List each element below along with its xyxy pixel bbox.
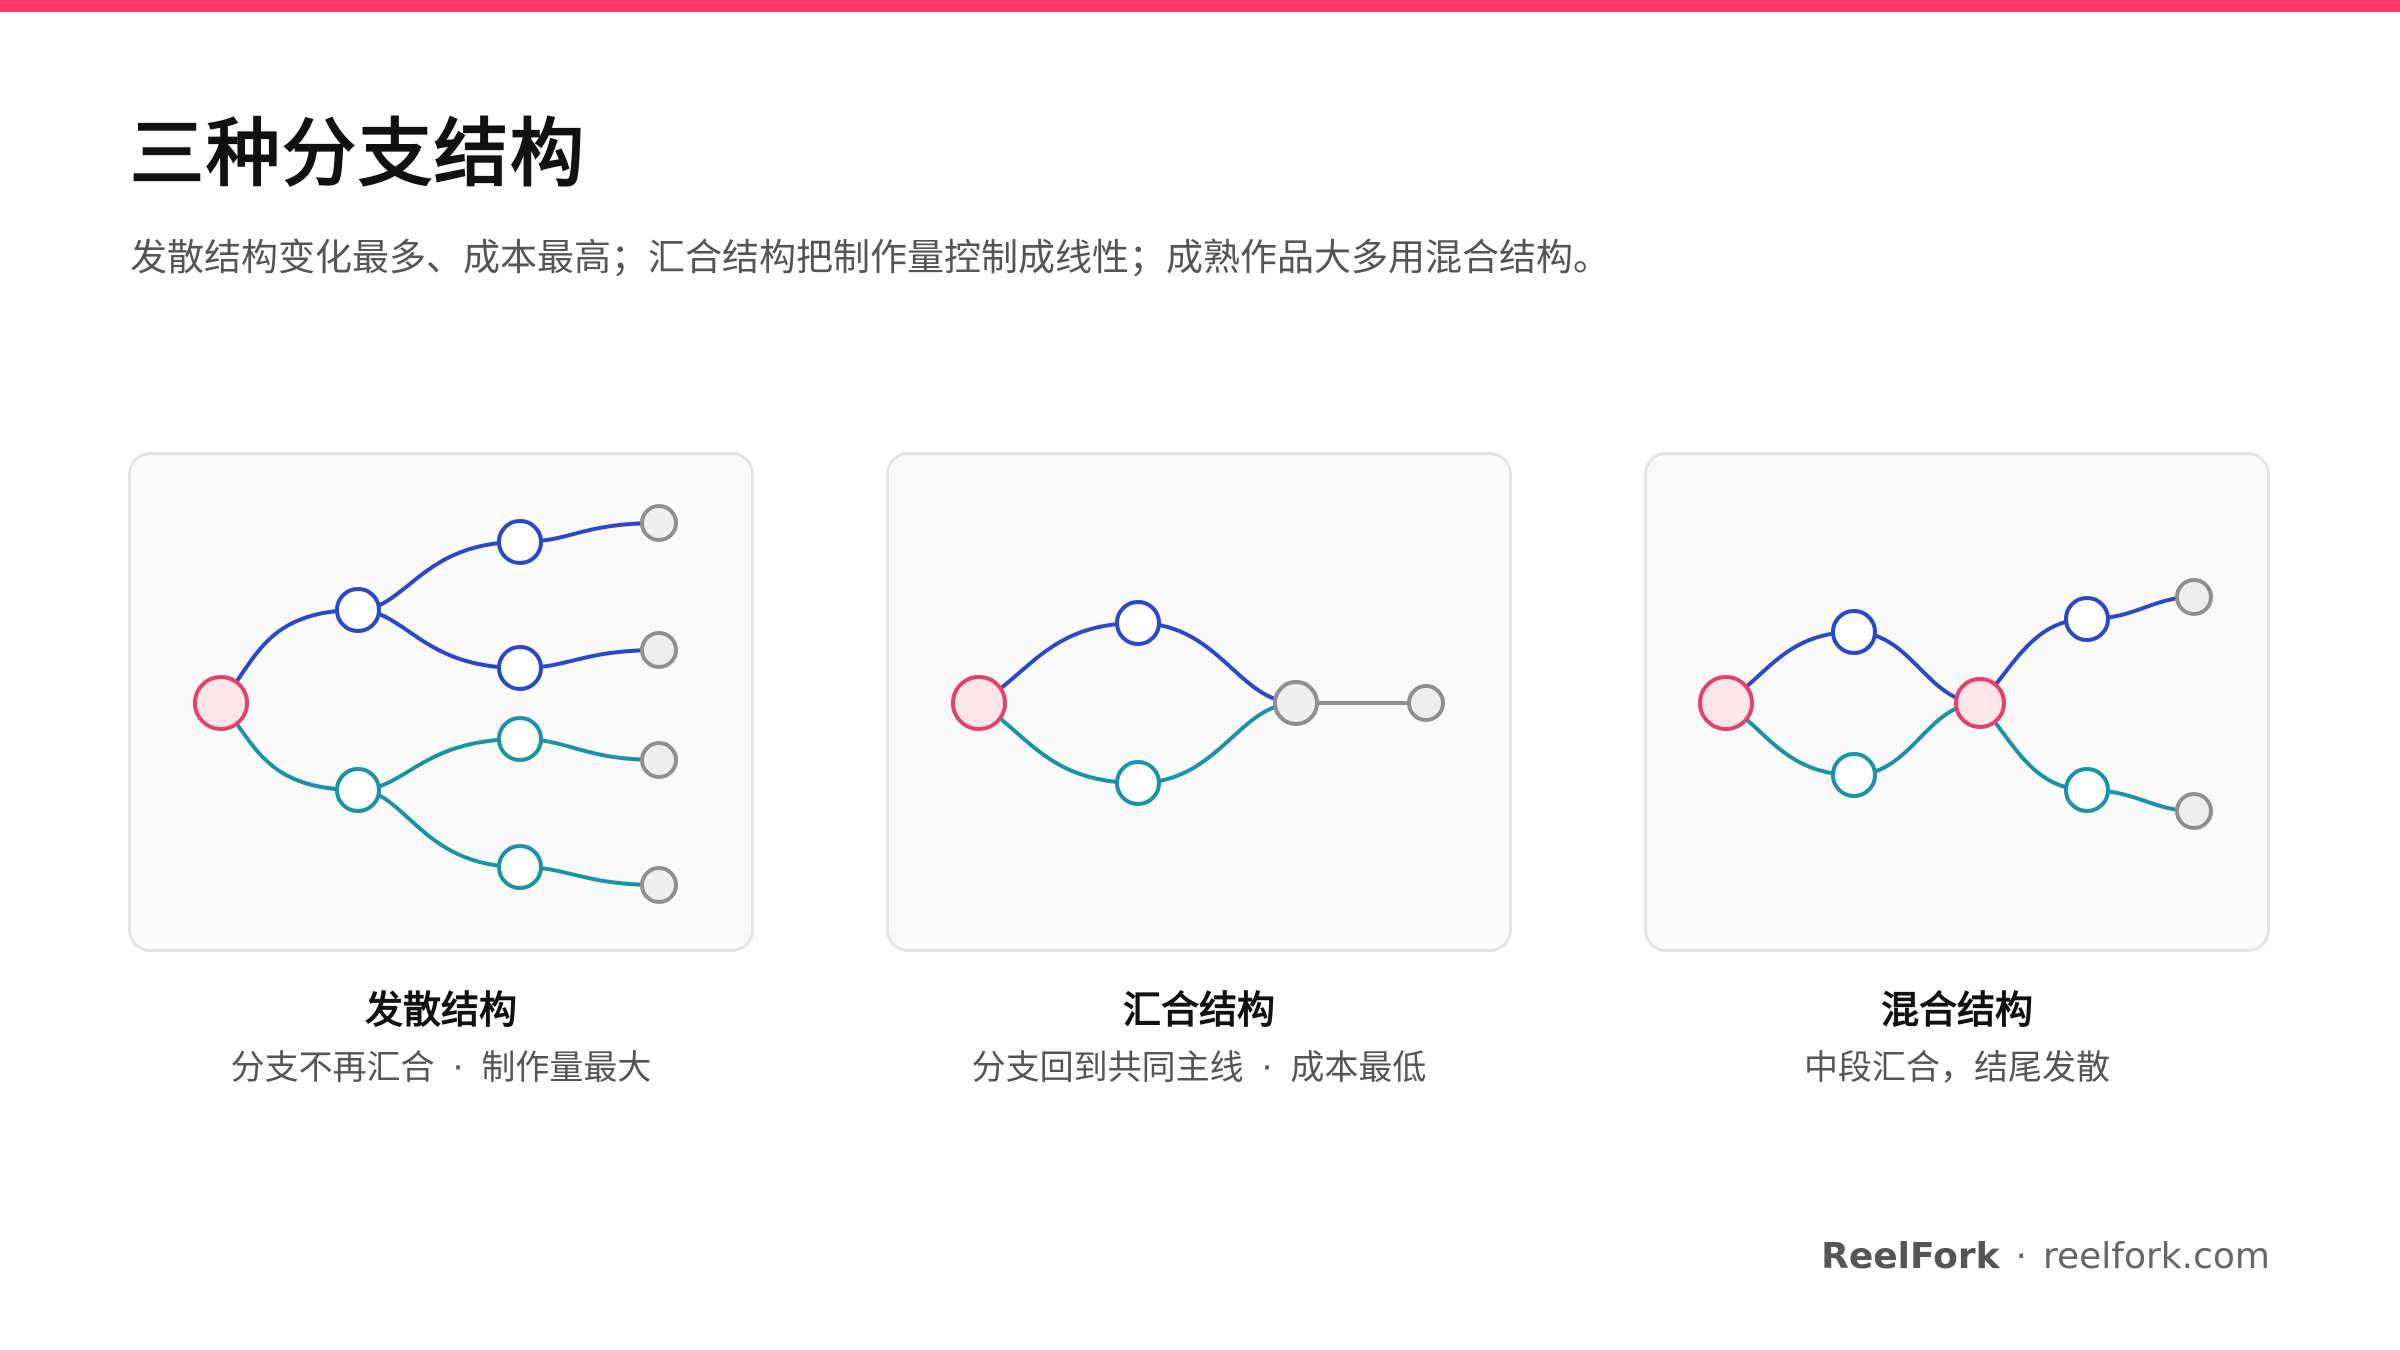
hybrid-diagram (1698, 578, 2213, 830)
merge-node (1954, 677, 2006, 729)
edge (356, 540, 522, 612)
branch-node (2064, 767, 2110, 813)
branch-node (1831, 609, 1877, 655)
start-node (1698, 675, 1754, 731)
branch-node (497, 716, 543, 762)
branch-node (497, 844, 543, 890)
card-title-hybrid: 混合结构 (1880, 988, 2033, 1032)
branch-node (1115, 760, 1161, 806)
card-desc-divergent: 分支不再汇合 · 制作量最大 (128, 1046, 754, 1090)
desc-part: 分支不再汇合 (230, 1048, 435, 1088)
branch-node (497, 645, 543, 691)
card-title-divergent: 发散结构 (364, 988, 517, 1032)
edge (356, 788, 522, 869)
end-node (2175, 578, 2213, 616)
edge (356, 608, 522, 670)
merge-node (1273, 680, 1319, 726)
footer: ReelFork · reelfork.com (1821, 1234, 2270, 1281)
desc-part: 制作量最大 (481, 1048, 652, 1088)
footer-brand: ReelFork (1821, 1236, 2000, 1277)
desc-part: 分支回到共同主线 (971, 1048, 1244, 1088)
start-node (951, 675, 1007, 731)
footer-url[interactable]: reelfork.com (2043, 1236, 2270, 1277)
start-node (193, 675, 249, 731)
desc-part: 成本最低 (1290, 1048, 1427, 1088)
end-node (640, 741, 678, 779)
branch-node (335, 767, 381, 813)
separator-dot: · (1261, 1048, 1273, 1088)
branch-node (497, 519, 543, 565)
separator-dot: · (452, 1048, 464, 1088)
page-subtitle: 发散结构变化最多、成本最高；汇合结构把制作量控制成线性；成熟作品大多用混合结构。 (130, 236, 1610, 279)
card-title-convergent: 汇合结构 (1122, 988, 1275, 1032)
card-hybrid (1644, 452, 2270, 952)
card-divergent (128, 452, 754, 952)
end-node (1407, 684, 1445, 722)
branch-node (2064, 596, 2110, 642)
edge (356, 737, 522, 792)
convergent-diagram (951, 600, 1445, 806)
branch-node (1831, 752, 1877, 798)
branch-node (335, 587, 381, 633)
branch-node (1115, 600, 1161, 646)
top-accent-bar (0, 0, 2400, 12)
card-desc-hybrid: 中段汇合，结尾发散 (1804, 1048, 2110, 1088)
page-title: 三种分支结构 (130, 111, 586, 197)
card-convergent (886, 452, 1512, 952)
footer-separator: · (2015, 1236, 2027, 1277)
end-node (640, 504, 678, 542)
end-node (640, 631, 678, 669)
end-node (640, 866, 678, 904)
end-node (2175, 792, 2213, 830)
divergent-diagram (193, 504, 678, 904)
card-desc-convergent: 分支回到共同主线 · 成本最低 (886, 1046, 1512, 1090)
